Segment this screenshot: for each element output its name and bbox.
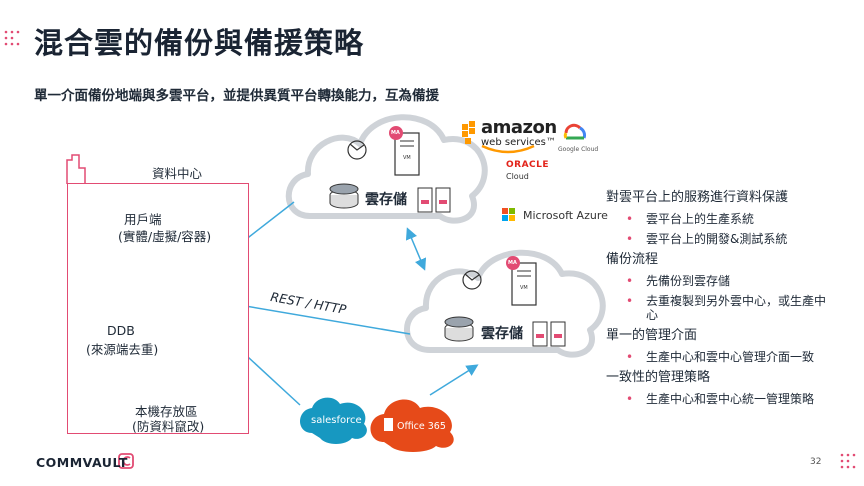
bottom-cloud-storage-disk-icon [444,316,474,342]
rp-item: 雲平台上的生產系統 [626,212,856,226]
office365-cloud-icon [370,399,454,452]
building-outline-icon [66,154,86,184]
arrow-saas-to-bottom-cloud [429,364,479,396]
bottom-cloud-ma-badge: MA [508,260,517,266]
top-cloud-sync-icon [347,140,367,160]
bottom-cloud-vm-label: VM [520,285,528,291]
commvault-logo-icon [118,453,134,469]
right-panel: 對雲平台上的服務進行資料保護 雲平台上的生產系統 雲平台上的開發&測試系統 備份… [606,190,856,412]
rp-item: 生產中心和雲中心統一管理策略 [626,392,856,406]
footer-logo-text: COMMVAULT [36,455,128,470]
top-cloud-storage-disk-icon [329,183,359,209]
top-cloud-vm-label: VM [403,155,411,161]
oracle-logo-subtext: Cloud [506,172,529,181]
aws-logo-subtext: web services™ [481,137,556,148]
bottom-cloud-storage-label: 雲存儲 [481,326,523,342]
page-number: 32 [810,457,822,467]
ddb-label: DDB [107,323,135,338]
datacenter-box [67,183,249,434]
rp-item: 生產中心和雲中心管理介面一致 [626,350,856,364]
datacenter-label: 資料中心 [152,166,203,181]
rp-item: 去重複製到另外雲中心，或生產中心 [626,294,836,322]
page-subtitle: 單一介面備份地端與多雲平台，並提供異質平台轉換能力，互為備援 [34,88,439,104]
client-sublabel: (實體/虛擬/容器) [118,229,212,244]
decorative-dots-icon [4,30,20,46]
office365-label: Office 365 [397,421,446,432]
aws-boxes-icon [462,121,475,144]
top-cloud-vm-icons [417,187,451,213]
salesforce-label: salesforce [311,415,362,426]
ddb-sublabel: (來源端去重) [86,342,159,357]
local-storage-sublabel: (防資料竄改) [132,419,205,434]
azure-label: Microsoft Azure [523,209,608,222]
microsoft-azure-icon [502,208,515,221]
oracle-logo: ORACLE Cloud [506,160,549,182]
rp-heading-consistent-policy: 一致性的管理策略 [606,370,711,385]
rp-item: 雲平台上的開發&測試系統 [626,232,856,246]
oracle-logo-text: ORACLE [506,160,550,170]
top-cloud-storage-label: 雲存儲 [365,192,407,208]
rp-heading-data-protection: 對雲平台上的服務進行資料保護 [606,190,789,205]
aws-logo: amazon web services™ [481,117,557,149]
bottom-cloud-ma-server-icon [506,256,537,306]
salesforce-cloud-icon [300,397,367,444]
aws-logo-text: amazon [481,117,557,138]
aws-smile-icon [481,144,535,154]
bottom-cloud-vm-icons [532,321,566,347]
top-cloud-ma-badge: MA [391,130,400,136]
page-title: 混合雲的備份與備援策略 [34,26,365,60]
google-cloud-label: Google Cloud [558,146,599,153]
client-label: 用戶端 [124,212,162,227]
arrow-cloud-replication [405,227,427,271]
footer-dots-icon [840,453,856,469]
bottom-cloud-sync-icon [462,270,482,290]
google-cloud-icon [563,123,586,140]
top-cloud-ma-server-icon [389,126,420,176]
rp-heading-single-interface: 單一的管理介面 [606,328,698,343]
rp-item: 先備份到雲存儲 [626,274,856,288]
local-storage-label: 本機存放區 [135,404,198,419]
dc-ma-badge: MA [149,264,162,272]
rp-heading-backup-flow: 備份流程 [606,252,659,267]
